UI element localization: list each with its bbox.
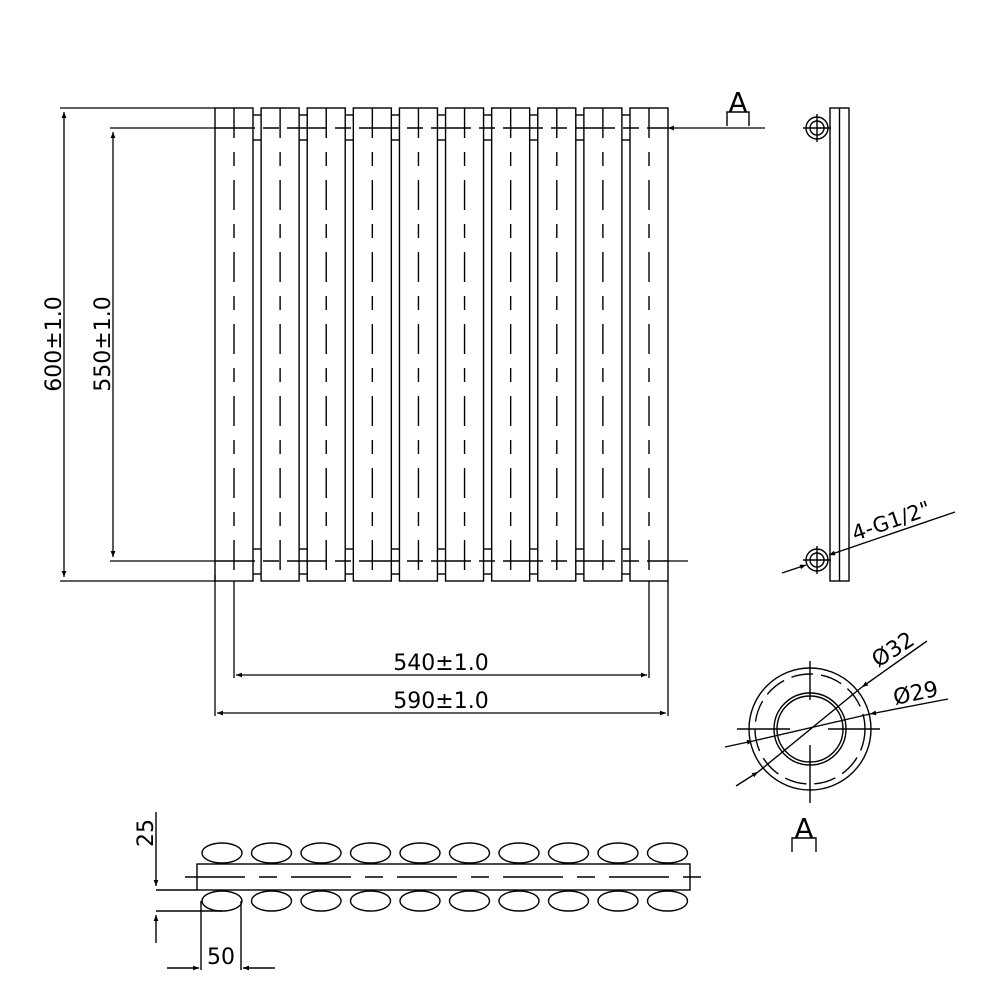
tube-section-ellipse	[349, 890, 392, 912]
dim-25: 25	[134, 819, 159, 847]
tube-section-ellipse	[448, 842, 491, 864]
tube-section-ellipse	[547, 842, 590, 864]
tube-section-ellipse	[646, 890, 689, 912]
dim-550: 550±1.0	[91, 296, 116, 391]
tube-section-ellipse	[498, 890, 540, 912]
side-view	[781, 107, 956, 582]
tube-section-ellipse	[201, 890, 243, 912]
tube-section-ellipse	[300, 842, 342, 864]
connection-top-icon	[803, 114, 831, 142]
section-marker-top	[726, 111, 750, 126]
section-label-bottom: A	[794, 812, 813, 845]
tube-section-ellipse	[300, 890, 342, 912]
tube-section-ellipse	[399, 842, 441, 864]
inner-diameter-label: Ø29	[891, 677, 941, 711]
top-view	[153, 812, 705, 971]
connection-bottom-icon	[803, 546, 831, 574]
tube-section-ellipse	[498, 842, 540, 864]
tube-section-ellipse	[349, 842, 392, 864]
tube-section-ellipse	[448, 890, 491, 912]
connection-label: 4-G1/2"	[849, 497, 934, 546]
tube-section-ellipse	[597, 890, 639, 912]
dim-540: 540±1.0	[393, 651, 488, 676]
tube-section-ellipse	[597, 842, 639, 864]
tube-section-ellipse	[201, 842, 243, 864]
front-view	[214, 107, 669, 582]
outer-diameter-label: Ø32	[868, 627, 920, 673]
tube-section-ellipse	[547, 890, 590, 912]
tube-section-ellipse	[250, 842, 293, 864]
front-dimensions	[60, 107, 765, 716]
tube-section-ellipse	[399, 890, 441, 912]
dim-50: 50	[207, 945, 235, 970]
tube-section-view	[724, 640, 949, 852]
tube-section-ellipse	[250, 890, 293, 912]
tube-section-ellipse	[646, 842, 689, 864]
dim-600: 600±1.0	[42, 296, 67, 391]
section-label-top: A	[728, 86, 747, 119]
dim-590: 590±1.0	[393, 689, 488, 714]
